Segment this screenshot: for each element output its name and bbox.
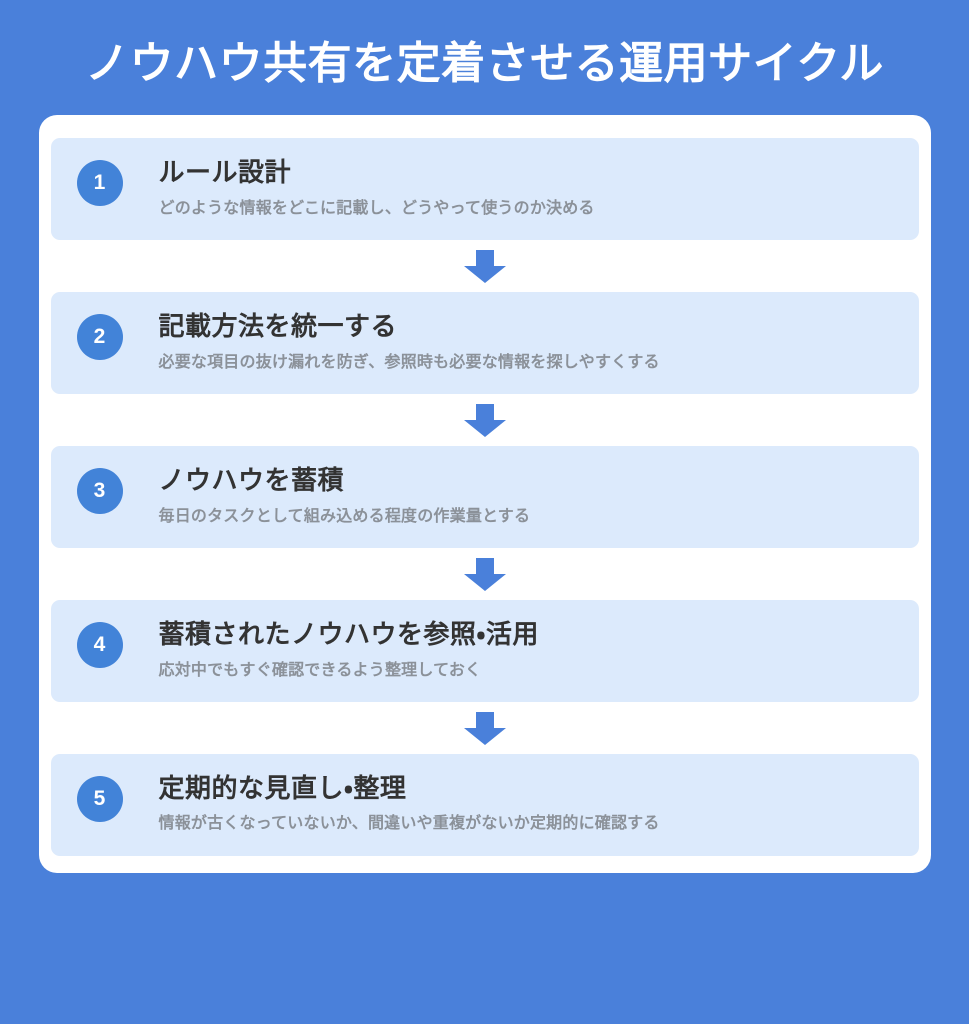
connector-3 xyxy=(51,548,919,600)
step-description-1: どのような情報をどこに記載し、どうやって使うのか決める xyxy=(158,199,595,217)
step-card-2: 2 記載方法を統一する 必要な項目の抜け漏れを防ぎ、参照時も必要な情報を探しやす… xyxy=(50,292,919,395)
step-number-badge-5: 5 xyxy=(76,775,123,822)
step-number-badge-3: 3 xyxy=(76,468,123,515)
arrow-down-icon xyxy=(463,250,506,284)
connector-4 xyxy=(51,702,919,754)
page-title: ノウハウ共有を定着させる運用サイクル xyxy=(85,39,884,88)
step-heading-1: ルール設計 xyxy=(158,157,292,188)
step-number-badge-4: 4 xyxy=(76,622,123,669)
steps-panel: 1 ルール設計 どのような情報をどこに記載し、どうやって使うのか決める 2 記載… xyxy=(38,115,931,873)
step-number-badge-1: 1 xyxy=(76,160,123,207)
connector-2 xyxy=(51,394,919,446)
step-content-3: ノウハウを蓄積 毎日のタスクとして組み込める程度の作業量とする xyxy=(123,464,893,528)
step-heading-3: ノウハウを蓄積 xyxy=(158,465,345,496)
arrow-down-icon xyxy=(463,404,506,438)
step-heading-4: 蓄積されたノウハウを参照・活用 xyxy=(158,619,539,650)
step-card-1: 1 ルール設計 どのような情報をどこに記載し、どうやって使うのか決める xyxy=(50,138,919,241)
step-heading-5: 定期的な見直し・整理 xyxy=(158,772,407,803)
step-card-4: 4 蓄積されたノウハウを参照・活用 応対中でもすぐ確認できるよう整理しておく xyxy=(50,600,919,702)
arrow-down-icon xyxy=(463,558,506,592)
step-card-5: 5 定期的な見直し・整理 情報が古くなっていないか、間違いや重複がないか定期的に… xyxy=(50,753,919,856)
arrow-down-icon xyxy=(463,711,506,745)
step-content-1: ルール設計 どのような情報をどこに記載し、どうやって使うのか決める xyxy=(123,156,893,220)
step-description-4: 応対中でもすぐ確認できるよう整理しておく xyxy=(158,661,482,679)
step-heading-2: 記載方法を統一する xyxy=(158,311,398,342)
step-content-2: 記載方法を統一する 必要な項目の抜け漏れを防ぎ、参照時も必要な情報を探しやすくす… xyxy=(123,310,893,374)
step-content-4: 蓄積されたノウハウを参照・活用 応対中でもすぐ確認できるよう整理しておく xyxy=(123,618,893,682)
step-content-5: 定期的な見直し・整理 情報が古くなっていないか、間違いや重複がないか定期的に確認… xyxy=(123,772,893,836)
step-description-3: 毎日のタスクとして組み込める程度の作業量とする xyxy=(158,507,531,525)
connector-1 xyxy=(51,240,919,292)
step-number-badge-2: 2 xyxy=(76,314,123,361)
step-description-2: 必要な項目の抜け漏れを防ぎ、参照時も必要な情報を探しやすくする xyxy=(158,353,660,371)
step-description-5: 情報が古くなっていないか、間違いや重複がないか定期的に確認する xyxy=(158,815,660,833)
step-card-3: 3 ノウハウを蓄積 毎日のタスクとして組み込める程度の作業量とする xyxy=(50,446,919,549)
